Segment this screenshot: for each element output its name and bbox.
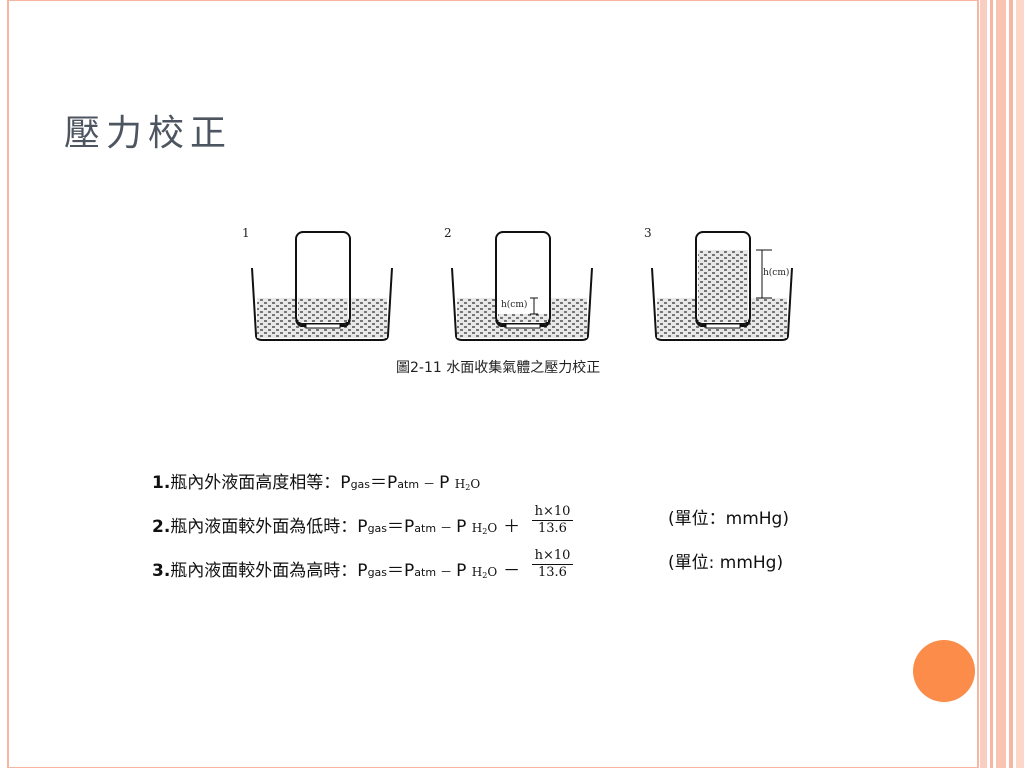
h2o-2: 2 — [465, 483, 471, 492]
formula-line-1: 1.瓶內外液面高度相等：Pgas＝Patm－P H2O — [152, 468, 480, 508]
fraction-numerator: h×10 — [531, 504, 574, 521]
figure-label-3: 3 — [644, 226, 652, 240]
minus-operator: － — [503, 561, 521, 581]
formula-condition: 瓶內液面較外面為低時： — [170, 517, 358, 537]
formula-number: 2. — [152, 517, 171, 537]
minus-sign: － — [440, 565, 453, 579]
p-symbol: P — [404, 561, 415, 581]
h2o-o: O — [487, 521, 498, 535]
subscript-gas: gas — [350, 478, 371, 491]
figure-caption: 圖2-11 水面收集氣體之壓力校正 — [396, 360, 601, 376]
subscript-gas: gas — [367, 522, 388, 535]
subscript-h2o: H2O — [454, 477, 481, 492]
p-symbol: P — [456, 517, 467, 537]
formula-number: 3. — [152, 561, 171, 581]
p-symbol: P — [387, 473, 398, 493]
subscript-atm: atm — [397, 478, 420, 491]
subscript-atm: atm — [414, 566, 437, 579]
formula-condition: 瓶內外液面高度相等： — [170, 473, 341, 493]
unit-label: (單位: mmHg) — [668, 553, 784, 573]
h2o-o: O — [470, 477, 481, 491]
subscript-gas: gas — [367, 566, 388, 579]
fraction-denominator: 13.6 — [538, 521, 567, 536]
beaker-3 — [651, 231, 793, 341]
figure-label-1: 1 — [242, 226, 250, 240]
equals-sign: ＝ — [387, 517, 405, 537]
h2o-h: H — [471, 521, 483, 535]
equals-sign: ＝ — [387, 561, 405, 581]
p-symbol: P — [357, 517, 368, 537]
h2o-h: H — [454, 477, 466, 491]
slide-title: 壓力校正 — [64, 113, 233, 154]
h2o-2: 2 — [482, 527, 488, 536]
h-label-beaker-3: h(cm) — [763, 268, 790, 278]
p-symbol: P — [439, 473, 450, 493]
decorative-circle — [913, 640, 975, 702]
h2o-2: 2 — [482, 571, 488, 580]
plus-sign: ＋ — [503, 517, 521, 537]
beaker-1 — [251, 231, 393, 341]
subscript-h2o: H2O — [471, 565, 498, 580]
p-symbol: P — [357, 561, 368, 581]
h2o-h: H — [471, 565, 483, 579]
equals-sign: ＝ — [370, 473, 388, 493]
p-symbol: P — [340, 473, 351, 493]
minus-sign: － — [423, 477, 436, 491]
figure-label-2: 2 — [444, 226, 452, 240]
formula-number: 1. — [152, 473, 171, 493]
pressure-correction-figure: 1 2 3 h(cm) h(cm) — [236, 220, 796, 380]
h2o-o: O — [487, 565, 498, 579]
p-symbol: P — [456, 561, 467, 581]
h-label-beaker-2: h(cm) — [501, 300, 528, 310]
subscript-atm: atm — [414, 522, 437, 535]
fraction-denominator: 13.6 — [538, 565, 567, 580]
beaker-diagrams — [251, 231, 793, 341]
p-symbol: P — [404, 517, 415, 537]
subscript-h2o: H2O — [471, 521, 498, 536]
fraction-numerator: h×10 — [531, 548, 574, 565]
minus-sign: － — [440, 521, 453, 535]
unit-label: (單位：mmHg) — [668, 509, 789, 529]
formula-condition: 瓶內液面較外面為高時： — [170, 561, 358, 581]
beaker-2 — [451, 231, 593, 341]
